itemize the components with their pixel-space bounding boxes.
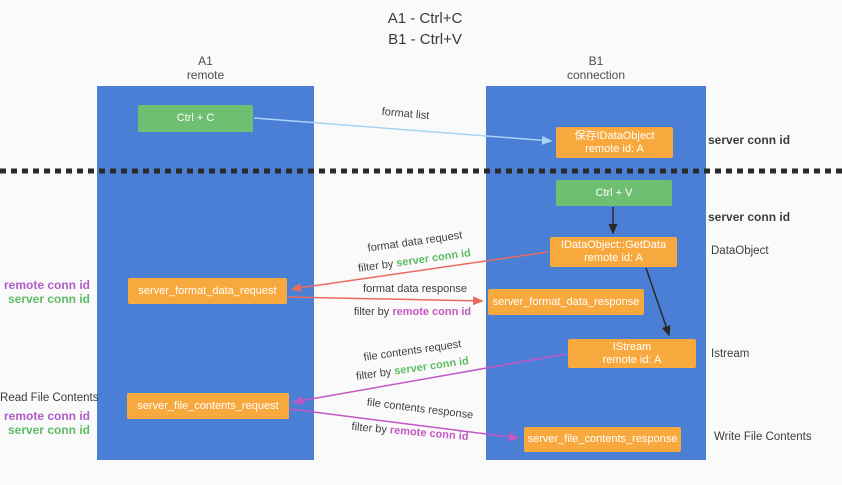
column-b-name: B1: [588, 54, 604, 68]
node-idataobject-getdata-line2: remote id: A: [584, 252, 643, 264]
left-label-read-file-contents: Read File Contents: [0, 392, 99, 404]
node-idataobject-getdata: IDataObject::GetData remote id: A: [550, 237, 677, 267]
flow-label-format-list: format list: [381, 105, 430, 123]
node-server-file-contents-request-label: server_file_contents_request: [137, 399, 279, 412]
right-label-dataobject: DataObject: [711, 245, 769, 257]
left-label-remote-conn-id-2: remote conn id: [3, 409, 90, 423]
node-save-idataobject: 保存IDataObject remote id: A: [556, 127, 673, 158]
flow-label-format-data-response: format data response: [363, 283, 467, 295]
node-idataobject-getdata-line1: IDataObject::GetData: [560, 239, 667, 251]
node-istream-line1: IStream: [612, 340, 652, 353]
filter-by-text: filter by: [357, 258, 395, 275]
column-b-header: B1 connection: [486, 54, 706, 82]
filter-by-text: filter by: [351, 420, 388, 436]
left-label-server-conn-id-1: server conn id: [7, 292, 90, 306]
node-server-format-data-response-label: server_format_data_response: [492, 295, 640, 308]
node-ctrl-c: Ctrl + C: [138, 105, 253, 132]
column-a-header: A1 remote: [97, 54, 314, 82]
node-ctrl-c-label: Ctrl + C: [176, 112, 215, 124]
left-conn-id-stack-1: remote conn id server conn id: [0, 278, 90, 306]
filter-by-text: filter by: [355, 366, 393, 383]
node-istream-line2: remote id: A: [602, 353, 662, 366]
diagram-title: A1 - Ctrl+C B1 - Ctrl+V: [340, 8, 510, 50]
node-save-idataobject-line1: 保存IDataObject: [574, 129, 655, 142]
server-conn-id-text: server conn id: [395, 247, 472, 270]
node-server-file-contents-response: server_file_contents_response: [524, 427, 681, 452]
node-server-file-contents-response-label: server_file_contents_response: [527, 433, 678, 445]
remote-conn-id-text: remote conn id: [389, 424, 469, 444]
column-a-subtitle: remote: [186, 68, 225, 82]
column-a-name: A1: [198, 54, 213, 68]
right-label-write-file-contents: Write File Contents: [714, 431, 812, 443]
node-save-idataobject-line2: remote id: A: [585, 142, 644, 155]
left-conn-id-stack-2: remote conn id server conn id: [0, 409, 90, 437]
node-istream: IStream remote id: A: [568, 339, 696, 368]
node-server-file-contents-request: server_file_contents_request: [127, 393, 289, 419]
right-label-server-conn-id-top: server conn id: [708, 133, 791, 147]
node-server-format-data-response: server_format_data_response: [488, 289, 644, 315]
title-line-1: A1 - Ctrl+C: [387, 10, 463, 27]
filter-by-text: filter by: [353, 306, 390, 318]
right-label-istream: Istream: [711, 348, 750, 360]
left-label-remote-conn-id-1: remote conn id: [3, 278, 90, 292]
title-line-2: B1 - Ctrl+V: [388, 31, 462, 48]
node-server-format-data-request-label: server_format_data_request: [138, 284, 277, 297]
node-server-format-data-request: server_format_data_request: [128, 278, 287, 304]
node-ctrl-v: Ctrl + V: [556, 180, 672, 206]
node-ctrl-v-label: Ctrl + V: [595, 186, 633, 199]
remote-conn-id-text: remote conn id: [392, 306, 472, 318]
server-conn-id-text: server conn id: [393, 355, 470, 378]
column-b-subtitle: connection: [566, 68, 626, 82]
arrow-format-data-response: [287, 296, 484, 306]
left-label-server-conn-id-2: server conn id: [7, 423, 90, 437]
right-label-server-conn-id-mid: server conn id: [708, 210, 791, 224]
flow-label-file-contents-response: file contents response: [366, 396, 474, 422]
